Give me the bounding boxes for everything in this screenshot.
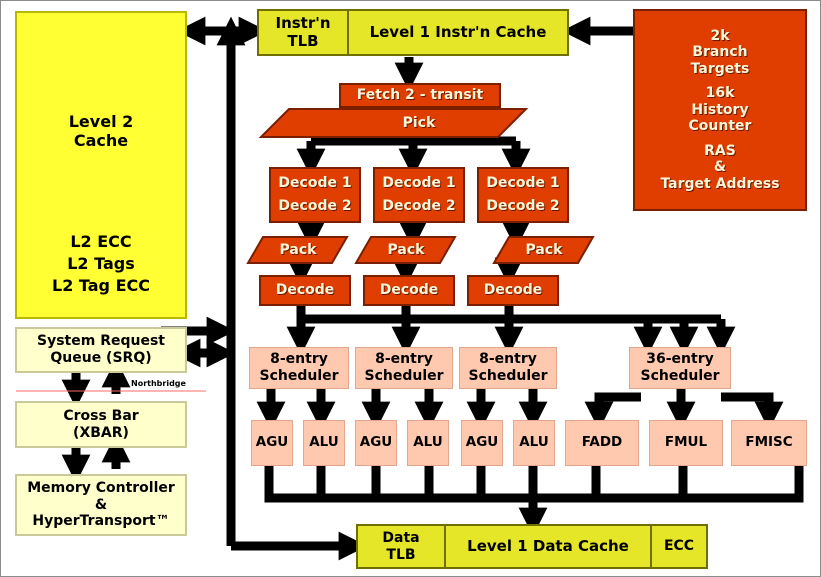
- decode1-label: Decode 1: [486, 175, 560, 192]
- level1-data-cache: Level 1 Data Cache: [446, 526, 652, 567]
- decode12-unit-3: Decode 1 Decode 2: [477, 167, 569, 223]
- decode2-label: Decode 2: [278, 198, 352, 214]
- decode-unit-2: Decode: [363, 275, 455, 306]
- northbridge-label: Northbridge: [131, 379, 186, 388]
- scheduler-8entry-2: 8-entry Scheduler: [355, 347, 453, 389]
- l2-tags-label: L2 Tags: [67, 253, 135, 273]
- pack-shape-3: [492, 236, 595, 264]
- xbar-line1: Cross Bar: [63, 407, 139, 424]
- decode-unit-3: Decode: [467, 275, 559, 306]
- level2-title-line1: Level 2: [68, 112, 134, 131]
- sched8-line2: Scheduler: [468, 368, 548, 384]
- decode-unit-1: Decode: [259, 275, 351, 306]
- alu-label: ALU: [309, 434, 339, 451]
- branch-line4: 16k: [705, 85, 735, 102]
- alu-unit-3: ALU: [513, 420, 555, 466]
- scheduler-36entry: 36-entry Scheduler: [629, 347, 731, 389]
- alu-label: ALU: [413, 434, 443, 451]
- decode1-label: Decode 1: [278, 175, 352, 192]
- decode2-label: Decode 2: [486, 198, 560, 214]
- branch-line3: Targets: [690, 60, 750, 77]
- srq-line1: System Request: [37, 333, 165, 350]
- scheduler-8entry-3: 8-entry Scheduler: [459, 347, 557, 389]
- memctrl-line1: Memory Controller: [27, 480, 175, 497]
- decode2-label: Decode 2: [382, 198, 456, 214]
- sched36-line2: Scheduler: [640, 368, 720, 384]
- itlb-line1: Instr'n: [275, 13, 331, 32]
- decode12-unit-1: Decode 1 Decode 2: [269, 167, 361, 223]
- fmisc-label: FMISC: [745, 434, 793, 451]
- branch-line5: History: [691, 101, 749, 118]
- branch-line7: RAS: [704, 142, 736, 159]
- instruction-tlb: Instr'n TLB: [259, 11, 349, 54]
- l2-ecc-label: L2 ECC: [70, 231, 132, 251]
- alu-unit-1: ALU: [303, 420, 345, 466]
- xbar-line2: (XBAR): [73, 424, 129, 441]
- fetch-label: Fetch 2 - transit: [356, 87, 484, 104]
- fadd-unit: FADD: [565, 420, 639, 466]
- branch-line9: Target Address: [660, 175, 780, 192]
- sched8-line1: 8-entry: [375, 351, 433, 368]
- branch-line2: Branch: [692, 44, 748, 61]
- scheduler-8entry-1: 8-entry Scheduler: [249, 347, 349, 389]
- cross-bar: Cross Bar (XBAR): [15, 401, 187, 448]
- l2-tag-ecc-label: L2 Tag ECC: [52, 275, 150, 295]
- sched8-line1: 8-entry: [270, 351, 328, 368]
- memory-controller: Memory Controller & HyperTransport™: [15, 474, 187, 536]
- dtlb-line2: TLB: [386, 546, 416, 563]
- itlb-line2: TLB: [287, 31, 319, 50]
- agu-unit-2: AGU: [355, 420, 397, 466]
- agu-label: AGU: [465, 434, 499, 451]
- pack-label-2: Pack: [387, 241, 425, 258]
- agu-label: AGU: [359, 434, 393, 451]
- branch-predictor: 2k Branch Targets 16k History Counter RA…: [633, 9, 807, 211]
- alu-unit-2: ALU: [407, 420, 449, 466]
- system-request-queue: System Request Queue (SRQ): [15, 327, 187, 373]
- branch-line8: &: [713, 159, 727, 176]
- pick-label: Pick: [402, 114, 436, 131]
- l1d-label: Level 1 Data Cache: [467, 536, 629, 555]
- pick-shape: [258, 108, 529, 138]
- agu-label: AGU: [255, 434, 289, 451]
- fetch-transit: Fetch 2 - transit: [339, 83, 501, 108]
- dtlb-line1: Data: [382, 529, 420, 546]
- pack-label-1: Pack: [279, 241, 317, 258]
- sched36-line1: 36-entry: [646, 351, 714, 368]
- agu-unit-3: AGU: [461, 420, 503, 466]
- memctrl-line3: HyperTransport™: [32, 513, 170, 530]
- decode1-label: Decode 1: [382, 175, 456, 192]
- l1i-label: Level 1 Instr'n Cache: [369, 22, 547, 41]
- decode-label: Decode: [379, 282, 439, 299]
- branch-line1: 2k: [710, 27, 730, 44]
- decode-label: Decode: [275, 282, 335, 299]
- pack-shape-1: [246, 236, 349, 264]
- instruction-cache-row: Instr'n TLB Level 1 Instr'n Cache: [257, 9, 569, 56]
- data-tlb: Data TLB: [358, 526, 446, 567]
- sched8-line2: Scheduler: [364, 368, 444, 384]
- sched8-line1: 8-entry: [479, 351, 537, 368]
- memctrl-line2: &: [94, 496, 108, 513]
- data-cache-row: Data TLB Level 1 Data Cache ECC: [356, 524, 708, 569]
- level2-title-line2: Cache: [73, 130, 129, 150]
- decode12-unit-2: Decode 1 Decode 2: [373, 167, 465, 223]
- pack-shape-2: [354, 236, 457, 264]
- sched8-line2: Scheduler: [259, 368, 339, 384]
- fmul-label: FMUL: [664, 434, 708, 451]
- fadd-label: FADD: [581, 434, 623, 451]
- level2-cache: Level 2 Cache L2 ECC L2 Tags L2 Tag ECC: [15, 11, 187, 319]
- fmisc-unit: FMISC: [731, 420, 807, 466]
- branch-line6: Counter: [688, 118, 752, 135]
- fmul-unit: FMUL: [649, 420, 723, 466]
- ecc-label: ECC: [663, 538, 695, 555]
- ecc-block: ECC: [652, 526, 706, 567]
- agu-unit-1: AGU: [251, 420, 293, 466]
- pack-label-3: Pack: [525, 241, 563, 258]
- alu-label: ALU: [519, 434, 549, 451]
- srq-line2: Queue (SRQ): [50, 350, 152, 366]
- decode-label: Decode: [483, 282, 543, 299]
- level1-instruction-cache: Level 1 Instr'n Cache: [349, 11, 567, 54]
